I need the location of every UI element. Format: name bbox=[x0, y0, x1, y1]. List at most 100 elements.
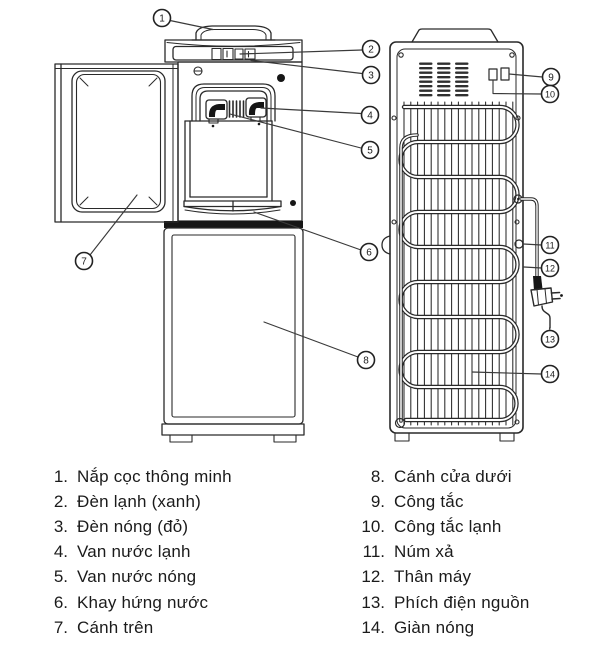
callout-line-11 bbox=[522, 243, 543, 246]
legend-item-label: Công tắc bbox=[394, 491, 464, 511]
side-bump bbox=[381, 235, 391, 255]
callout-7 bbox=[74, 251, 94, 271]
condenser-fins bbox=[403, 101, 514, 426]
legend-column-right: 8. Cánh cửa dưới 9.Công tắc 10.Công tắc l… bbox=[346, 464, 530, 640]
legend-item-label: Thân máy bbox=[394, 567, 472, 587]
dot bbox=[277, 74, 285, 82]
legend-item-number: 5. bbox=[53, 567, 68, 587]
legend-item: 5. Van nước nóng bbox=[38, 565, 232, 590]
water-dispenser-diagram: 1 2 3 4 5 6 7 8 9 10 11 12 13 14 bbox=[54, 8, 563, 443]
dispenser-alcove bbox=[191, 83, 276, 122]
plug-neck bbox=[533, 276, 543, 291]
callout-3 bbox=[361, 65, 381, 85]
lower-cabinet bbox=[161, 227, 305, 443]
callout-line-4 bbox=[260, 107, 362, 115]
legend-item-label: Cánh trên bbox=[77, 617, 154, 637]
callout-11 bbox=[540, 235, 560, 255]
legend-item-number: 12. bbox=[361, 567, 385, 587]
svg-text:2: 2 bbox=[368, 45, 374, 56]
back-foot bbox=[499, 432, 515, 442]
body-gap-strip bbox=[164, 221, 303, 228]
power-cord-plug bbox=[513, 194, 563, 329]
back-view bbox=[381, 28, 563, 442]
svg-text:4: 4 bbox=[367, 111, 373, 122]
svg-text:3: 3 bbox=[368, 71, 374, 82]
upper-door bbox=[54, 63, 179, 223]
callout-14 bbox=[540, 364, 560, 384]
screws bbox=[391, 52, 521, 425]
legend-item-label: Giàn nóng bbox=[394, 617, 475, 637]
legend-item-label: Cánh cửa dưới bbox=[394, 466, 512, 486]
dispense-niche bbox=[184, 120, 273, 202]
legend-item-label: Khay hứng nước bbox=[77, 592, 209, 612]
legend-item-number: 14. bbox=[361, 617, 385, 637]
callout-numbers: 1 2 3 4 5 6 7 8 9 10 11 12 13 14 bbox=[81, 14, 555, 380]
callout-line-2 bbox=[239, 49, 363, 55]
svg-text:9: 9 bbox=[548, 73, 554, 84]
svg-text:14: 14 bbox=[545, 370, 555, 380]
legend-item-number: 11. bbox=[362, 542, 385, 562]
svg-text:12: 12 bbox=[545, 264, 555, 274]
callout-line-3 bbox=[250, 59, 363, 75]
callout-13 bbox=[540, 329, 560, 349]
legend-item: 3. Đèn nóng (đỏ) bbox=[38, 514, 232, 539]
back-lid bbox=[411, 28, 499, 43]
drip-tray bbox=[183, 200, 282, 215]
legend-item-number: 8. bbox=[370, 466, 385, 486]
callout-line-6 bbox=[253, 211, 362, 251]
legend-item-label: Đèn lạnh (xanh) bbox=[77, 491, 201, 511]
callout-5 bbox=[360, 140, 380, 160]
legend-item-label: Đèn nóng (đỏ) bbox=[77, 516, 189, 536]
tap-grille bbox=[228, 100, 245, 118]
callout-line-12 bbox=[523, 266, 543, 269]
callout-line-7 bbox=[89, 194, 138, 256]
callout-4 bbox=[360, 105, 380, 125]
legend-item: 2. Đèn lạnh (xanh) bbox=[38, 489, 232, 514]
legend-item: 1.Nắp cọc thông minh bbox=[38, 464, 232, 489]
callout-line-14 bbox=[471, 371, 543, 375]
svg-text:13: 13 bbox=[545, 335, 555, 345]
callout-10 bbox=[540, 84, 560, 104]
svg-text:7: 7 bbox=[81, 257, 87, 268]
legend-item-label: Van nước nóng bbox=[77, 567, 197, 587]
cold-switch bbox=[500, 67, 510, 81]
legend-item: 12. Thân máy bbox=[346, 565, 530, 590]
legend-item: 4. Van nước lạnh bbox=[38, 540, 232, 565]
callout-lines bbox=[89, 19, 551, 375]
legend-item-number: 1. bbox=[53, 466, 68, 486]
legend-column-left: 1.Nắp cọc thông minh 2. Đèn lạnh (xanh) 3… bbox=[38, 464, 232, 640]
legend-item-number: 4. bbox=[53, 542, 68, 562]
legend-item: 13. Phích điện nguồn bbox=[346, 590, 530, 615]
legend-item: 9.Công tắc bbox=[346, 489, 530, 514]
legend-item: 10.Công tắc lạnh bbox=[346, 514, 530, 539]
svg-text:6: 6 bbox=[366, 248, 372, 259]
callout-8 bbox=[356, 350, 376, 370]
callout-1 bbox=[152, 8, 172, 28]
head-panel bbox=[164, 39, 303, 63]
back-foot bbox=[394, 432, 410, 442]
svg-text:11: 11 bbox=[545, 241, 554, 251]
legend-item-label: Phích điện nguồn bbox=[394, 592, 530, 612]
svg-text:10: 10 bbox=[545, 90, 555, 100]
plug-body bbox=[530, 287, 554, 307]
callout-2 bbox=[361, 39, 381, 59]
legend-item-number: 3. bbox=[53, 516, 68, 536]
back-body bbox=[389, 41, 524, 434]
legend-item-number: 2. bbox=[53, 491, 68, 511]
tube-fitting bbox=[394, 417, 406, 429]
callout-line-1 bbox=[169, 19, 214, 31]
svg-text:1: 1 bbox=[159, 14, 165, 25]
legend-item-number: 10. bbox=[361, 516, 385, 536]
legend-item-number: 6. bbox=[53, 592, 68, 612]
svg-text:8: 8 bbox=[363, 356, 369, 367]
callout-line-8 bbox=[263, 321, 359, 358]
vent-louvers bbox=[419, 62, 469, 97]
legend-item: 11.Núm xả bbox=[346, 540, 530, 565]
legend-item: 14. Giàn nóng bbox=[346, 615, 530, 640]
legend-item: 8. Cánh cửa dưới bbox=[346, 464, 530, 489]
legend-item-number: 13. bbox=[361, 592, 385, 612]
callout-12 bbox=[540, 258, 560, 278]
svg-text:5: 5 bbox=[367, 146, 373, 157]
legend-item-label: Van nước lạnh bbox=[77, 542, 191, 562]
